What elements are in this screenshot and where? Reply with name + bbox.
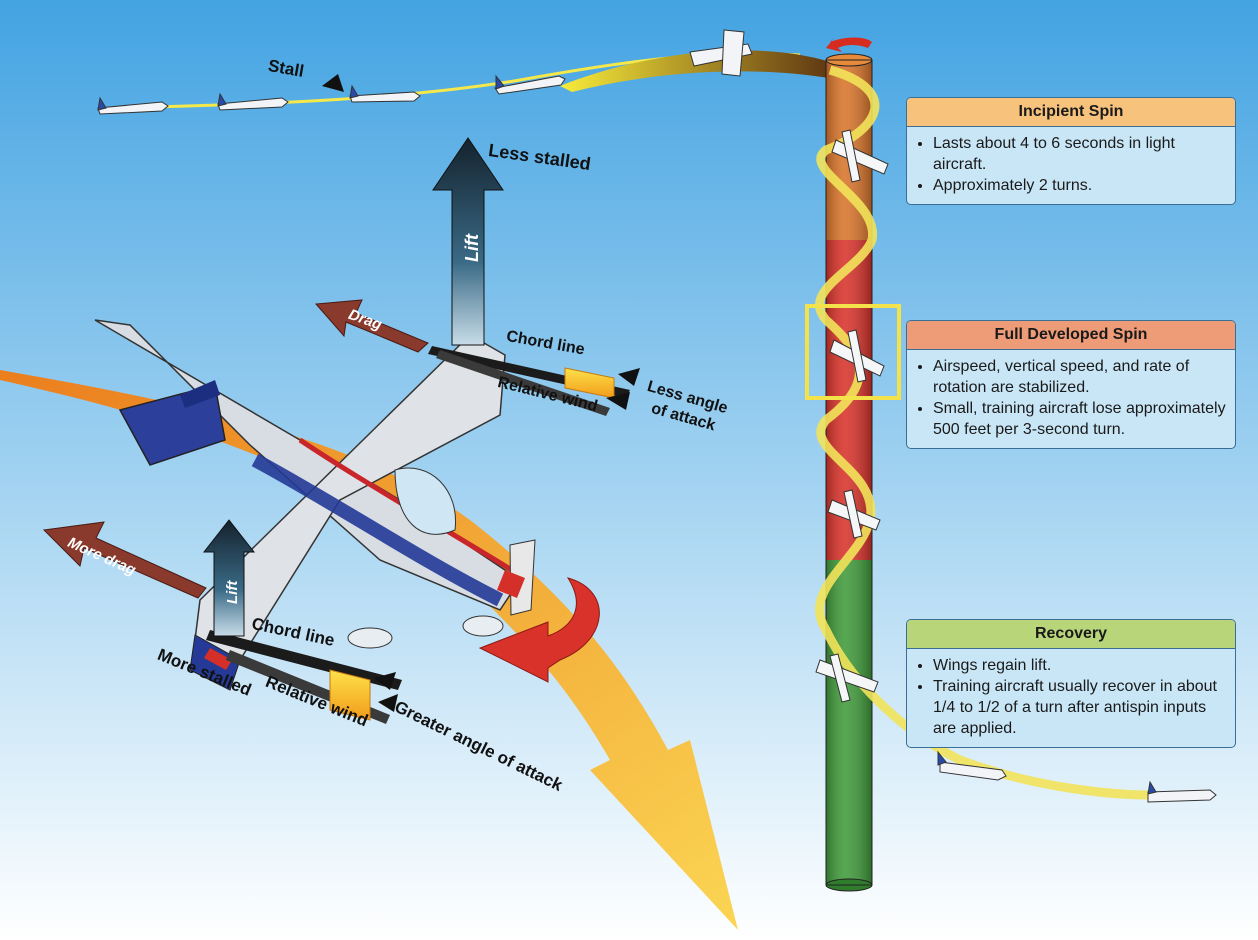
more-drag-arrow [42, 521, 207, 599]
list-item: Airspeed, vertical speed, and rate of ro… [933, 356, 1227, 398]
lower-wing-vectors [206, 630, 402, 724]
recovery-title: Recovery [907, 620, 1235, 649]
recovery-box: Recovery Wings regain lift. Training air… [906, 619, 1236, 748]
incipient-spin-list: Lasts about 4 to 6 seconds in light airc… [907, 133, 1235, 196]
recovery-list: Wings regain lift. Training aircraft usu… [907, 655, 1235, 739]
lift-arrow-bottom [202, 519, 256, 637]
list-item: Wings regain lift. [933, 655, 1227, 676]
stall-marker-icon [322, 74, 344, 92]
list-item: Approximately 2 turns. [933, 175, 1227, 196]
full-developed-spin-box: Full Developed Spin Airspeed, vertical s… [906, 320, 1236, 449]
entry-ribbon [560, 50, 840, 92]
rotation-arrow-red [478, 577, 600, 683]
incipient-spin-box: Incipient Spin Lasts about 4 to 6 second… [906, 97, 1236, 205]
list-item: Small, training aircraft lose approximat… [933, 398, 1227, 440]
lift-bottom-label: Lift [224, 580, 241, 604]
main-aircraft [94, 319, 536, 691]
full-developed-spin-list: Airspeed, vertical speed, and rate of ro… [907, 356, 1235, 440]
upper-wing-vectors [428, 346, 640, 416]
incipient-spin-title: Incipient Spin [907, 98, 1235, 127]
drag-arrow [314, 299, 429, 353]
list-item: Lasts about 4 to 6 seconds in light airc… [933, 133, 1227, 175]
aircraft-icon [97, 29, 753, 115]
recovery-aircraft-icon [937, 750, 1217, 803]
rotation-arrow-icon [826, 37, 872, 52]
list-item: Training aircraft usually recover in abo… [933, 676, 1227, 739]
highlight-frame [805, 304, 901, 400]
lift-top-label: Lift [462, 234, 482, 262]
full-developed-spin-title: Full Developed Spin [907, 321, 1235, 350]
lift-arrow-top [432, 137, 504, 346]
spinning-aircraft-icon [815, 129, 889, 703]
